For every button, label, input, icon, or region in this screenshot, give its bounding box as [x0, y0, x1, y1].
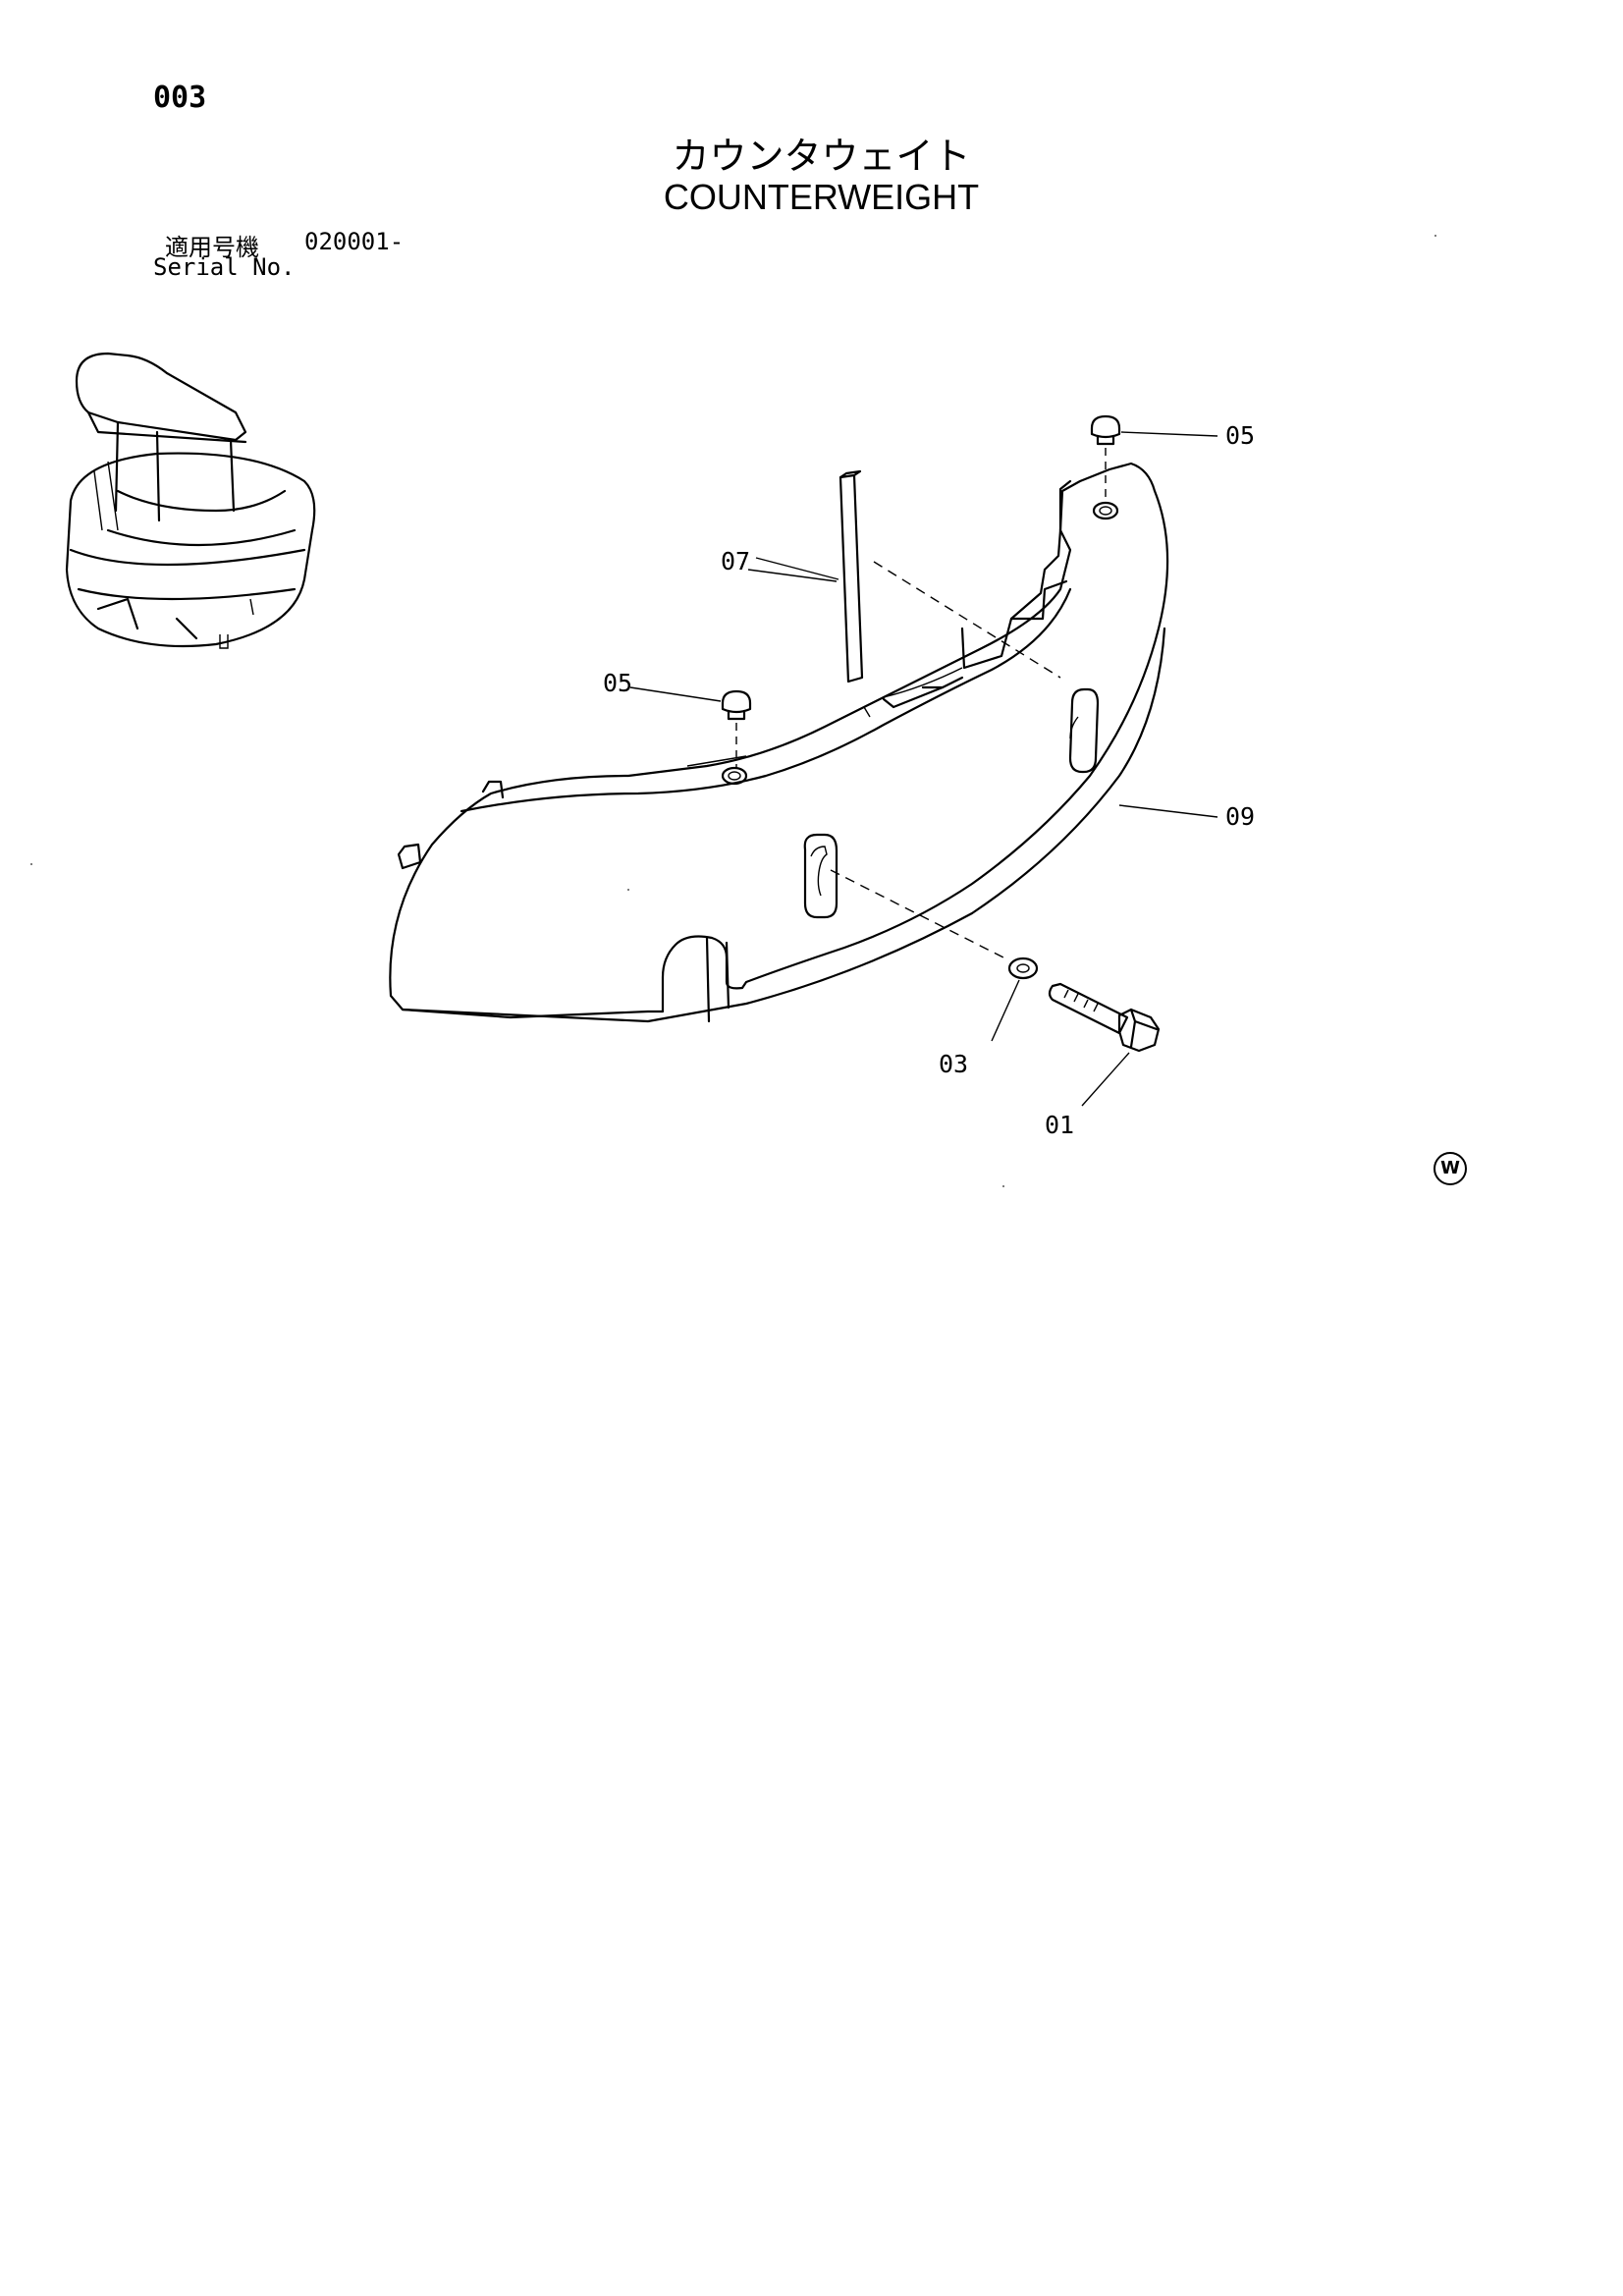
callout-05-left: 05 — [603, 669, 632, 697]
scan-speck — [627, 889, 629, 891]
watermark-w-icon: W — [1434, 1152, 1467, 1185]
callout-03: 03 — [939, 1050, 968, 1078]
page-number: 003 — [153, 81, 207, 115]
callout-09: 09 — [1225, 802, 1255, 831]
callout-07: 07 — [721, 547, 750, 575]
serial-label-japanese: 適用号機 — [165, 234, 259, 261]
callout-05-top: 05 — [1225, 421, 1255, 450]
machine-thumbnail — [65, 352, 316, 649]
title-japanese: カウンタウェイト — [672, 135, 971, 178]
washer — [830, 869, 1039, 1042]
serial-label-english: Serial No. — [153, 253, 296, 281]
plug-left — [629, 686, 752, 768]
scan-speck — [1434, 235, 1436, 237]
serial-value: 020001- — [304, 228, 405, 255]
leader-07 — [747, 569, 838, 582]
callout-01: 01 — [1045, 1111, 1074, 1139]
title-english: COUNTERWEIGHT — [663, 177, 980, 217]
scan-speck — [1002, 1185, 1004, 1187]
leader-09 — [1118, 804, 1218, 818]
scan-speck — [30, 863, 32, 865]
rubber-strip — [755, 469, 1061, 683]
bolt — [1048, 982, 1161, 1107]
counterweight-body — [389, 462, 1169, 1023]
plug-top — [1090, 414, 1218, 503]
